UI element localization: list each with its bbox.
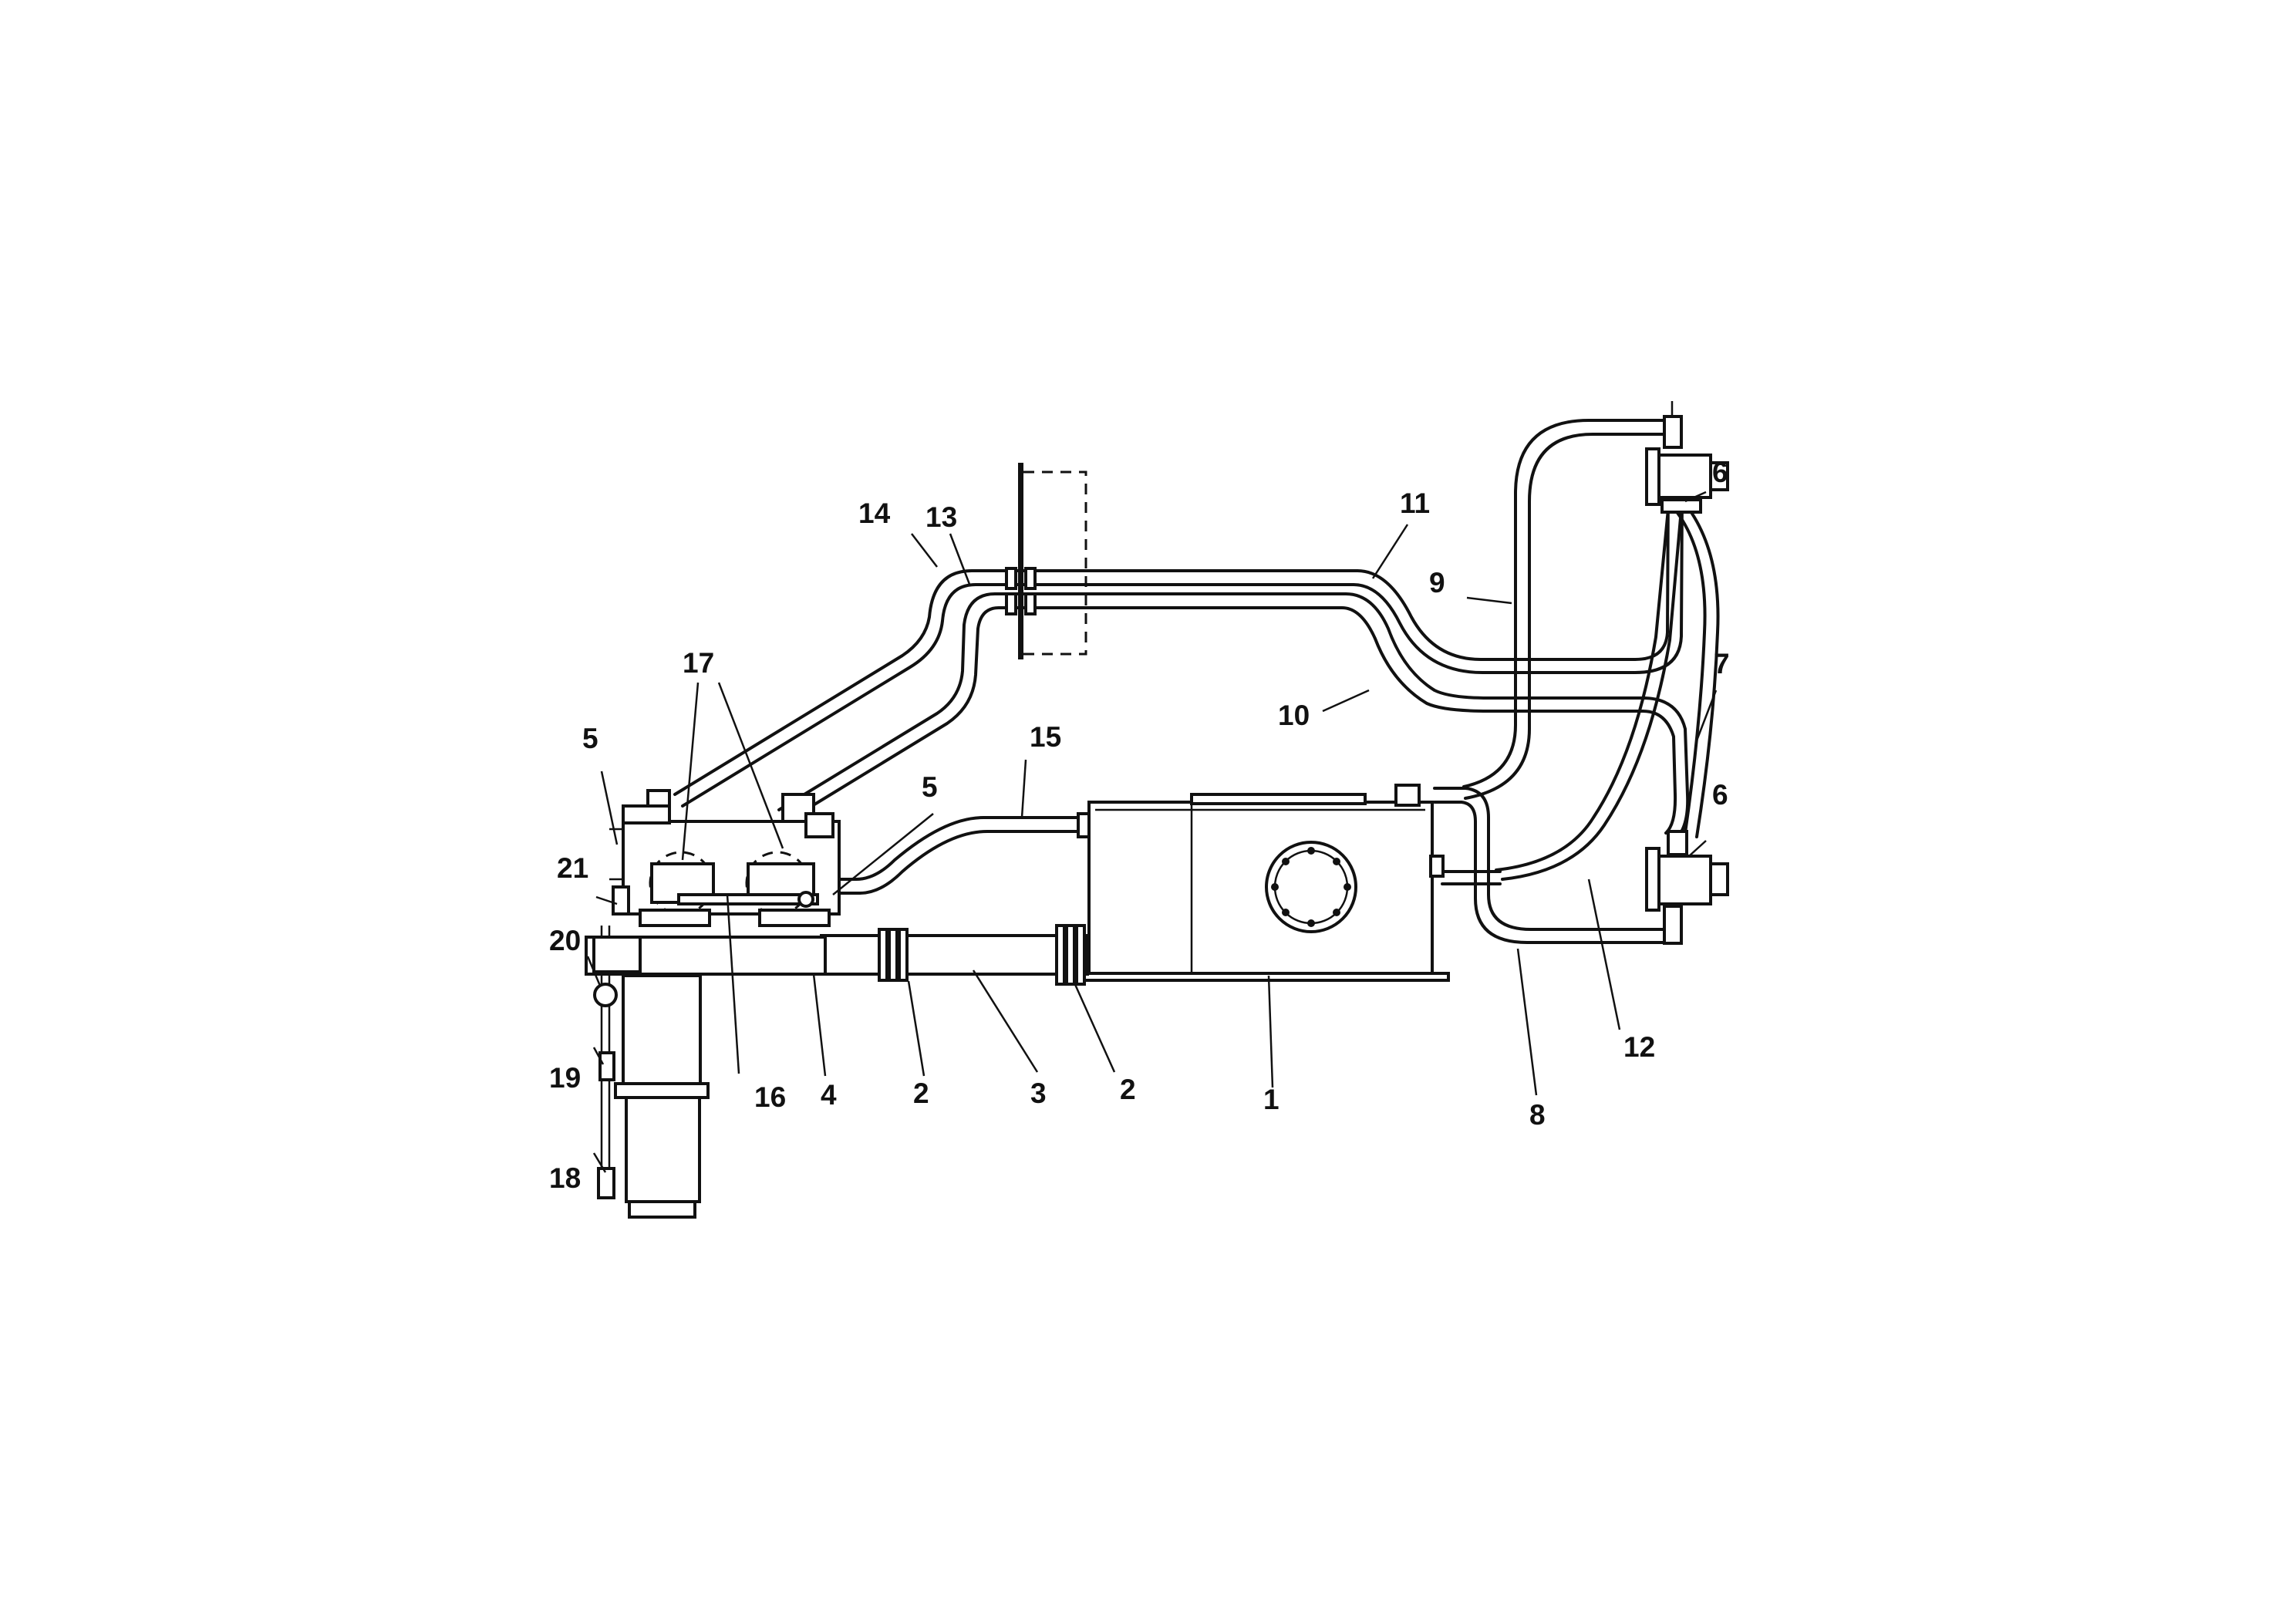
- callout-18: 18: [549, 1162, 581, 1194]
- callout-5-left: 5: [582, 723, 598, 754]
- callout-12: 12: [1623, 1031, 1655, 1063]
- pipe-8b: [1441, 870, 1502, 885]
- coupling-2-right: [1055, 924, 1086, 986]
- callout-13: 13: [925, 501, 957, 533]
- pipe-11: [1641, 696, 1690, 842]
- pipe-15: [816, 812, 1091, 895]
- callout-2-right: 2: [1120, 1074, 1136, 1105]
- callout-labels: 1 2 2 3 4 5 5 6 6 7 8 9 10 11 12 13 14 1…: [549, 457, 1730, 1194]
- hydraulic-tank: [1077, 784, 1450, 982]
- pump-shaft-16: [677, 891, 819, 908]
- callout-3: 3: [1030, 1077, 1047, 1109]
- pump-17-left: [639, 851, 715, 927]
- bulkhead-plate: [1005, 463, 1087, 659]
- callout-9: 9: [1429, 567, 1445, 599]
- callout-19: 19: [549, 1062, 581, 1094]
- callout-20: 20: [549, 925, 581, 956]
- callout-1: 1: [1263, 1084, 1279, 1115]
- callout-6-lower: 6: [1712, 779, 1728, 811]
- pipe-7: [1676, 508, 1720, 838]
- callout-17: 17: [683, 647, 714, 679]
- callout-15: 15: [1030, 721, 1061, 753]
- callout-6-upper: 6: [1712, 457, 1728, 488]
- suction-pipe-3: [820, 934, 1089, 976]
- callout-14: 14: [858, 497, 891, 529]
- pipe-13: [777, 592, 1644, 823]
- leader-lines: [586, 491, 1718, 1173]
- callout-21: 21: [557, 852, 588, 884]
- callout-2-left: 2: [913, 1077, 929, 1109]
- callout-7: 7: [1714, 648, 1730, 679]
- pipe-12: [1495, 508, 1683, 881]
- pipe-9: [1462, 419, 1675, 800]
- pipe-8: [1433, 787, 1679, 944]
- callout-8: 8: [1529, 1099, 1546, 1131]
- coupling-2-left: [878, 928, 909, 982]
- pipe-14: [673, 569, 1637, 808]
- callout-4: 4: [821, 1079, 837, 1111]
- callout-11: 11: [1400, 487, 1430, 519]
- callout-5-right: 5: [922, 771, 938, 803]
- cylinder-lower: [1645, 830, 1729, 945]
- filter-unit: [614, 974, 710, 1219]
- gauge-line-18-21: [592, 885, 642, 1199]
- callout-16: 16: [754, 1081, 786, 1113]
- cylinder-upper: [1645, 401, 1729, 514]
- callout-10: 10: [1278, 700, 1310, 731]
